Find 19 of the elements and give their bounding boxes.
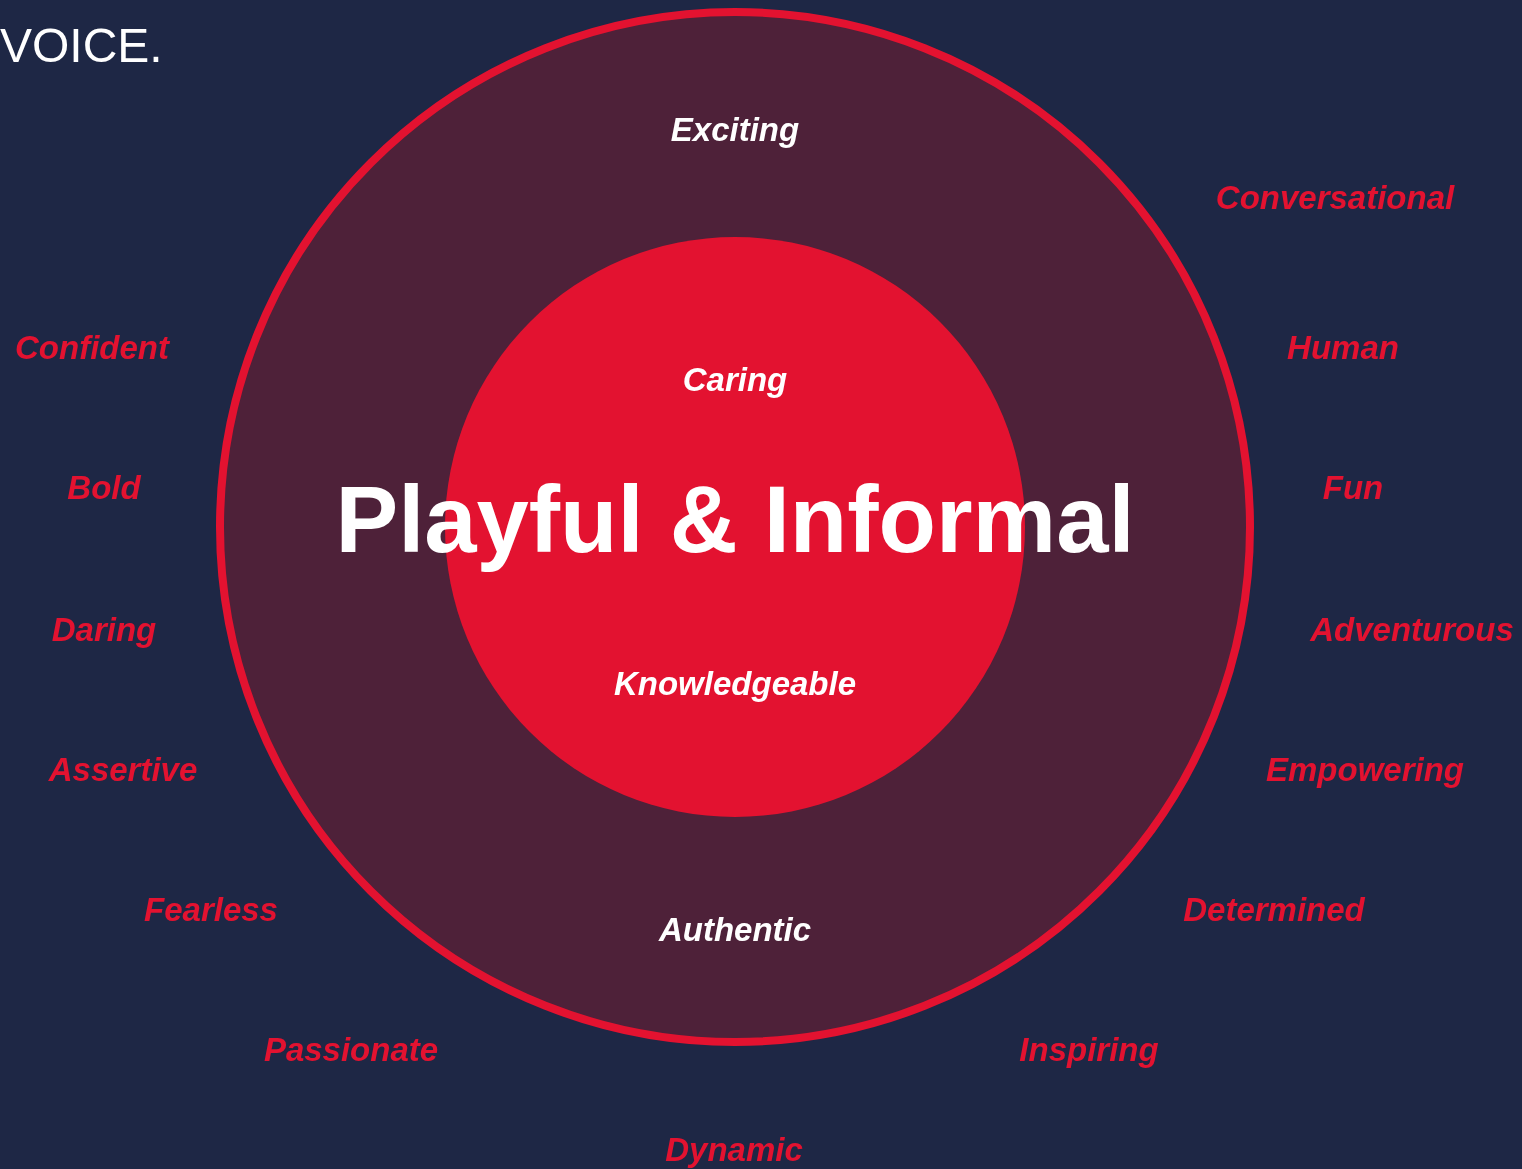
trait-word: Human (1287, 329, 1399, 367)
trait-word: Fun (1322, 469, 1384, 507)
trait-word: Determined (1183, 891, 1365, 929)
trait-word: Conversational (1215, 179, 1455, 217)
trait-word: Knowledgeable (614, 665, 856, 703)
trait-word: Daring (51, 611, 157, 649)
trait-word: Confident (15, 329, 169, 367)
trait-word: Authentic (658, 911, 812, 949)
trait-word: Bold (67, 469, 141, 507)
trait-word: Inspiring (1019, 1031, 1159, 1069)
trait-word: Fearless (144, 891, 278, 929)
trait-word: Adventurous (1310, 611, 1514, 649)
trait-word: Empowering (1266, 751, 1464, 789)
page-title: VOICE. (0, 18, 163, 73)
trait-word: Assertive (48, 751, 198, 789)
trait-word: Exciting (670, 111, 800, 149)
trait-word: Passionate (263, 1031, 439, 1069)
trait-word: Caring (682, 361, 788, 399)
trait-word: Dynamic (665, 1131, 803, 1169)
